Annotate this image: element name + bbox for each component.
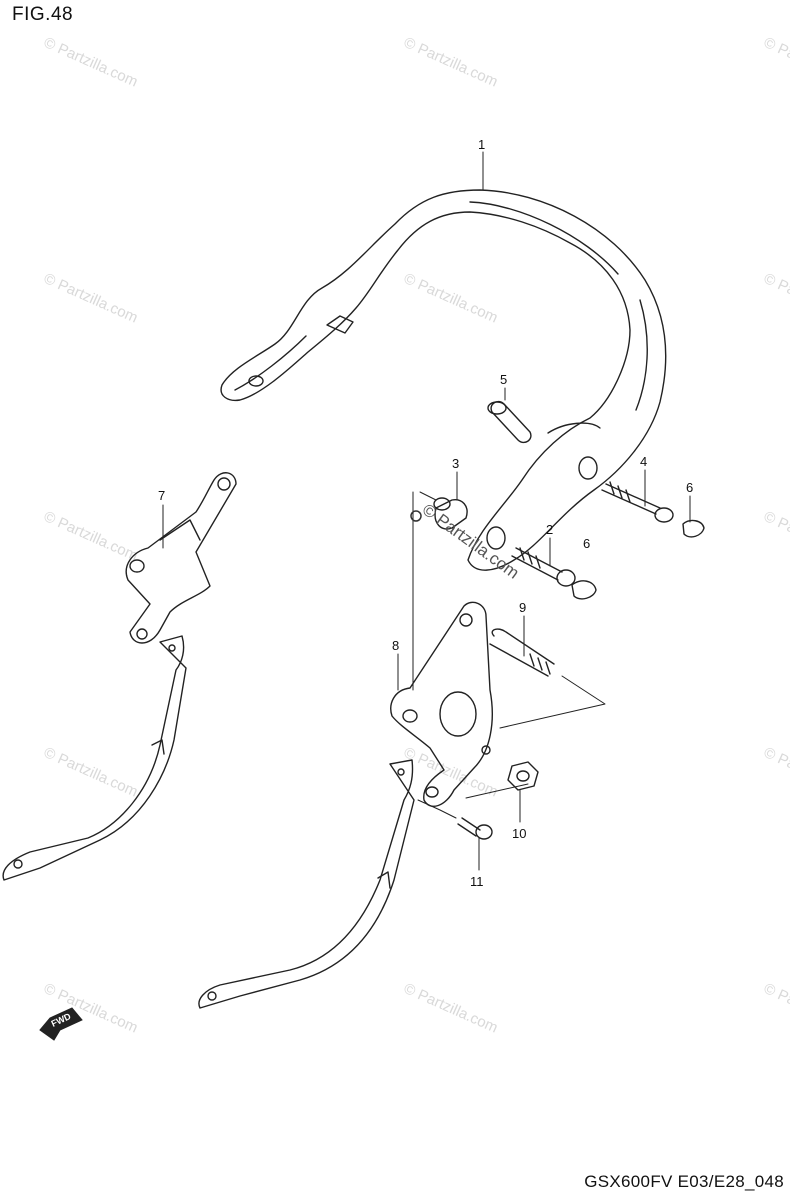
bolt-part bbox=[601, 481, 674, 523]
cap-part bbox=[571, 580, 597, 600]
screw-part bbox=[457, 817, 493, 840]
stay-right-part bbox=[198, 759, 415, 1009]
callout-5: 5 bbox=[500, 372, 507, 387]
cushion-part bbox=[487, 400, 532, 444]
grab-handle-part bbox=[220, 189, 667, 571]
watermark-copyright-icon bbox=[410, 510, 422, 522]
nut-part bbox=[507, 761, 539, 791]
callout-3: 3 bbox=[452, 456, 459, 471]
bracket-right-part bbox=[390, 601, 493, 808]
callout-8: 8 bbox=[392, 638, 399, 653]
figure-title: FIG.48 bbox=[12, 4, 74, 25]
callout-10: 10 bbox=[512, 826, 526, 841]
assembly-lines bbox=[412, 491, 606, 819]
leader-lines bbox=[162, 151, 691, 871]
callout-6: 6 bbox=[583, 536, 590, 551]
callout-4: 4 bbox=[640, 454, 647, 469]
bracket-left-part bbox=[125, 472, 237, 644]
bolt-part bbox=[511, 547, 576, 587]
callout-6: 6 bbox=[686, 480, 693, 495]
fwd-arrow-icon: FWD bbox=[39, 1007, 83, 1041]
cap-part bbox=[682, 519, 705, 538]
cushion-part bbox=[433, 497, 468, 530]
figure-code: GSX600FV E03/E28_048 bbox=[584, 1172, 784, 1191]
stay-left-part bbox=[2, 635, 187, 881]
callout-9: 9 bbox=[519, 600, 526, 615]
callout-11: 11 bbox=[470, 874, 484, 889]
callout-7: 7 bbox=[158, 488, 165, 503]
callout-1: 1 bbox=[478, 137, 485, 152]
callout-2: 2 bbox=[546, 522, 553, 537]
bolt-part bbox=[489, 628, 555, 677]
